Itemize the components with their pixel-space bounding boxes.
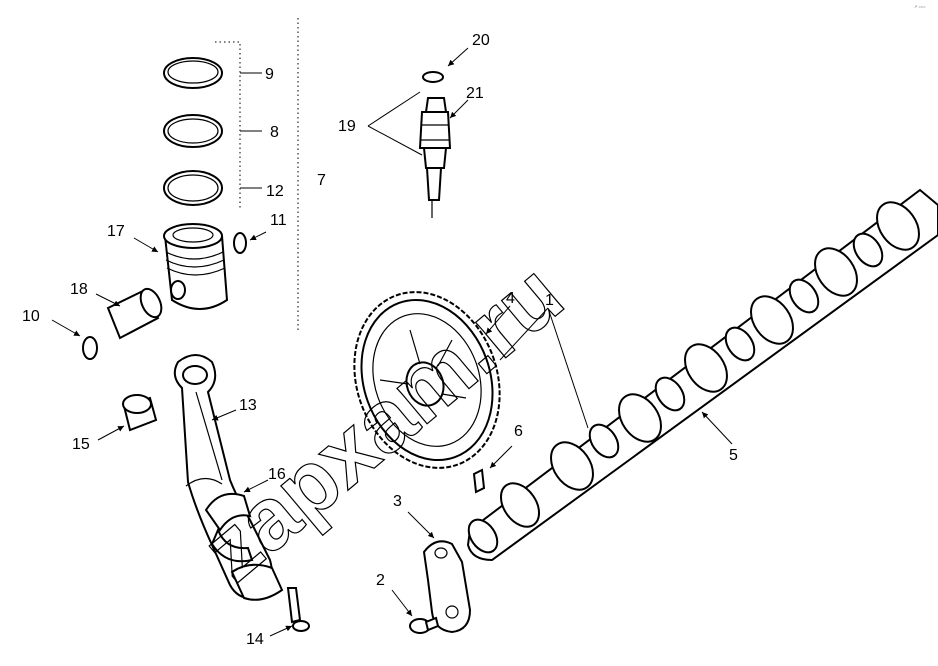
rod-bolt <box>286 587 310 632</box>
camshaft <box>466 188 938 562</box>
piston-rings <box>163 18 299 330</box>
label-14: 14 <box>246 631 264 648</box>
label-12: 12 <box>266 183 284 200</box>
label-7: 7 <box>317 172 326 189</box>
snap-ring-11 <box>233 232 247 254</box>
label-18: 18 <box>70 281 88 298</box>
thrust-plate <box>422 540 472 634</box>
label-2: 2 <box>376 572 385 589</box>
label-15: 15 <box>72 436 90 453</box>
label-9: 9 <box>265 66 274 83</box>
label-1: 1 <box>545 292 554 309</box>
ring-12 <box>163 170 223 206</box>
label-20: 20 <box>472 32 490 49</box>
ring-9 <box>163 57 223 89</box>
label-11: 11 <box>270 212 287 229</box>
label-10: 10 <box>22 308 40 325</box>
watermark: zapxam.ru <box>184 244 581 600</box>
leader-lines <box>51 47 733 637</box>
snap-ring-10 <box>82 336 98 360</box>
injector <box>418 71 452 218</box>
label-4: 4 <box>506 290 515 307</box>
label-8: 8 <box>270 124 279 141</box>
bushing <box>122 394 158 432</box>
label-19: 19 <box>338 118 356 135</box>
ring-8 <box>163 114 223 148</box>
plate-bolt <box>409 616 440 634</box>
cam-gear <box>353 291 501 469</box>
label-17: 17 <box>107 223 125 240</box>
injector-seal <box>422 71 444 83</box>
label-3: 3 <box>393 493 402 510</box>
rod-cap <box>230 563 284 601</box>
rod-bearing <box>204 492 254 563</box>
label-5: 5 <box>729 447 738 464</box>
label-16: 16 <box>268 466 286 483</box>
label-13: 13 <box>239 397 257 414</box>
piston-pin <box>106 287 163 340</box>
corner-mark: ↗ === <box>914 4 926 9</box>
label-21: 21 <box>466 85 484 102</box>
piston <box>163 223 229 310</box>
label-6: 6 <box>514 423 523 440</box>
callout-labels: 1 2 3 4 5 6 7 8 9 10 11 12 13 14 15 16 1… <box>22 32 738 648</box>
woodruff-key <box>472 468 486 494</box>
